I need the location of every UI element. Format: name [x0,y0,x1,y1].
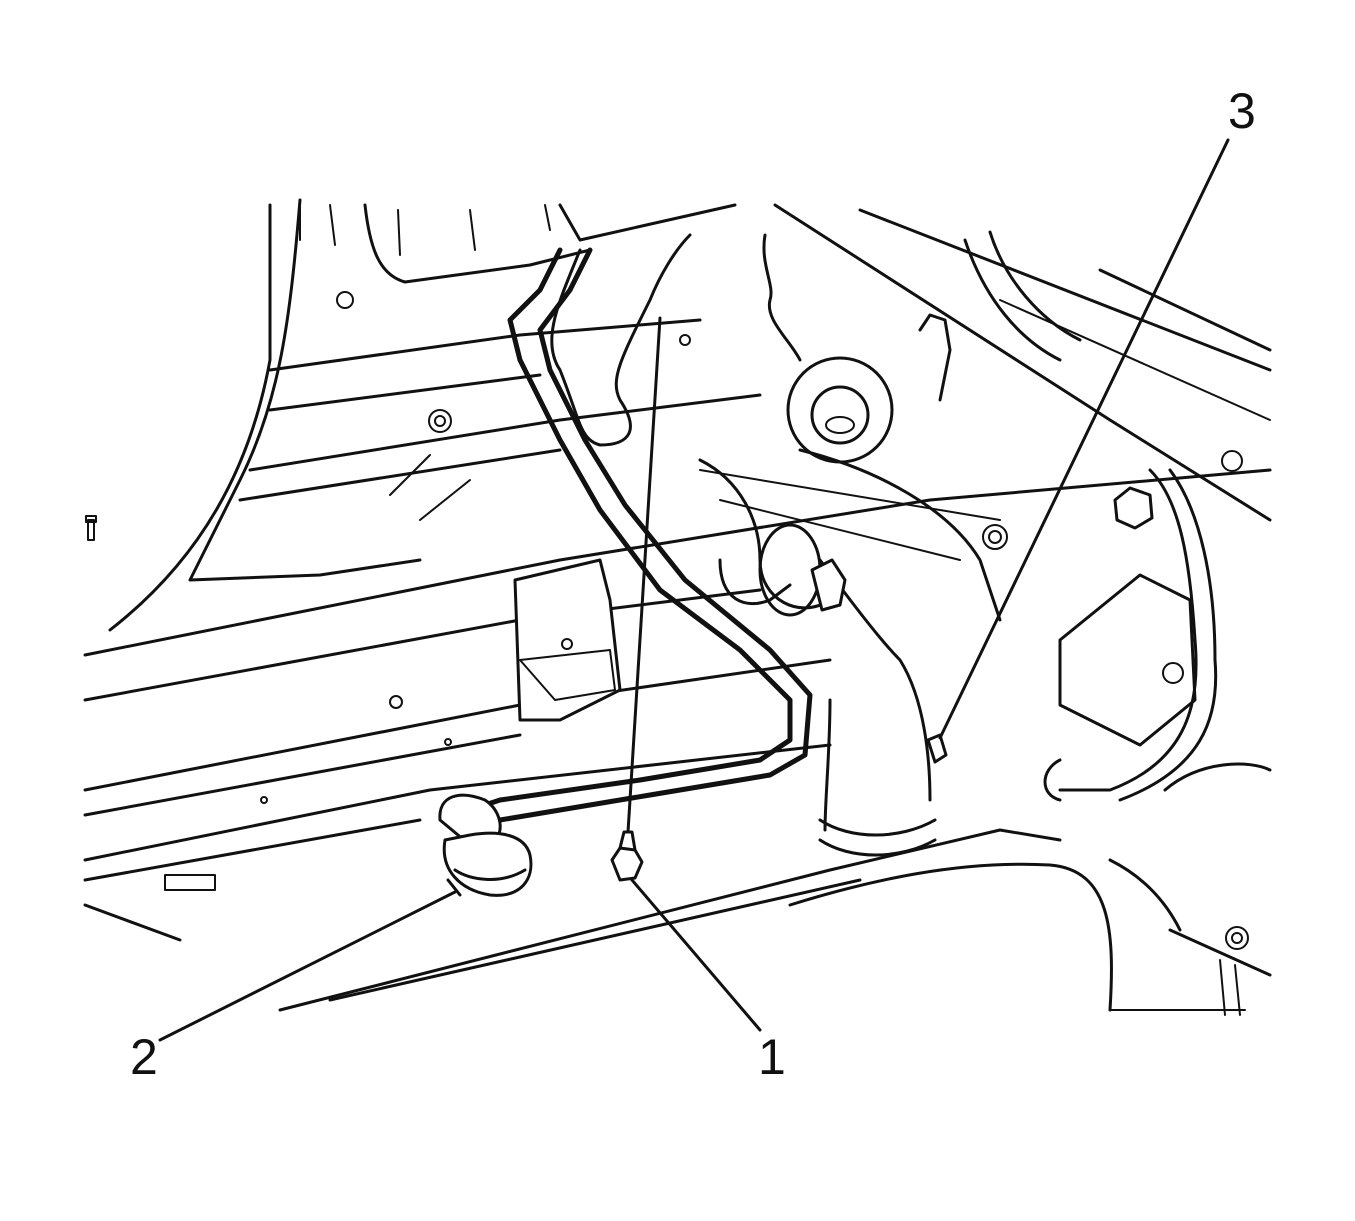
leader-line-1b [630,878,762,1032]
callout-label-3: 3 [1228,83,1256,139]
connector-2 [438,793,533,897]
callout-label-1: 1 [758,1029,786,1085]
leader-line-1 [626,316,662,834]
underbody-structure [83,198,1272,1016]
filler-pipe [550,233,937,857]
bolt-1 [610,830,644,882]
clip-3 [926,733,948,764]
leader-line-3 [938,138,1230,740]
callout-label-2: 2 [130,1029,158,1085]
fuel-line [467,247,813,828]
leader-line-2 [158,890,457,1042]
